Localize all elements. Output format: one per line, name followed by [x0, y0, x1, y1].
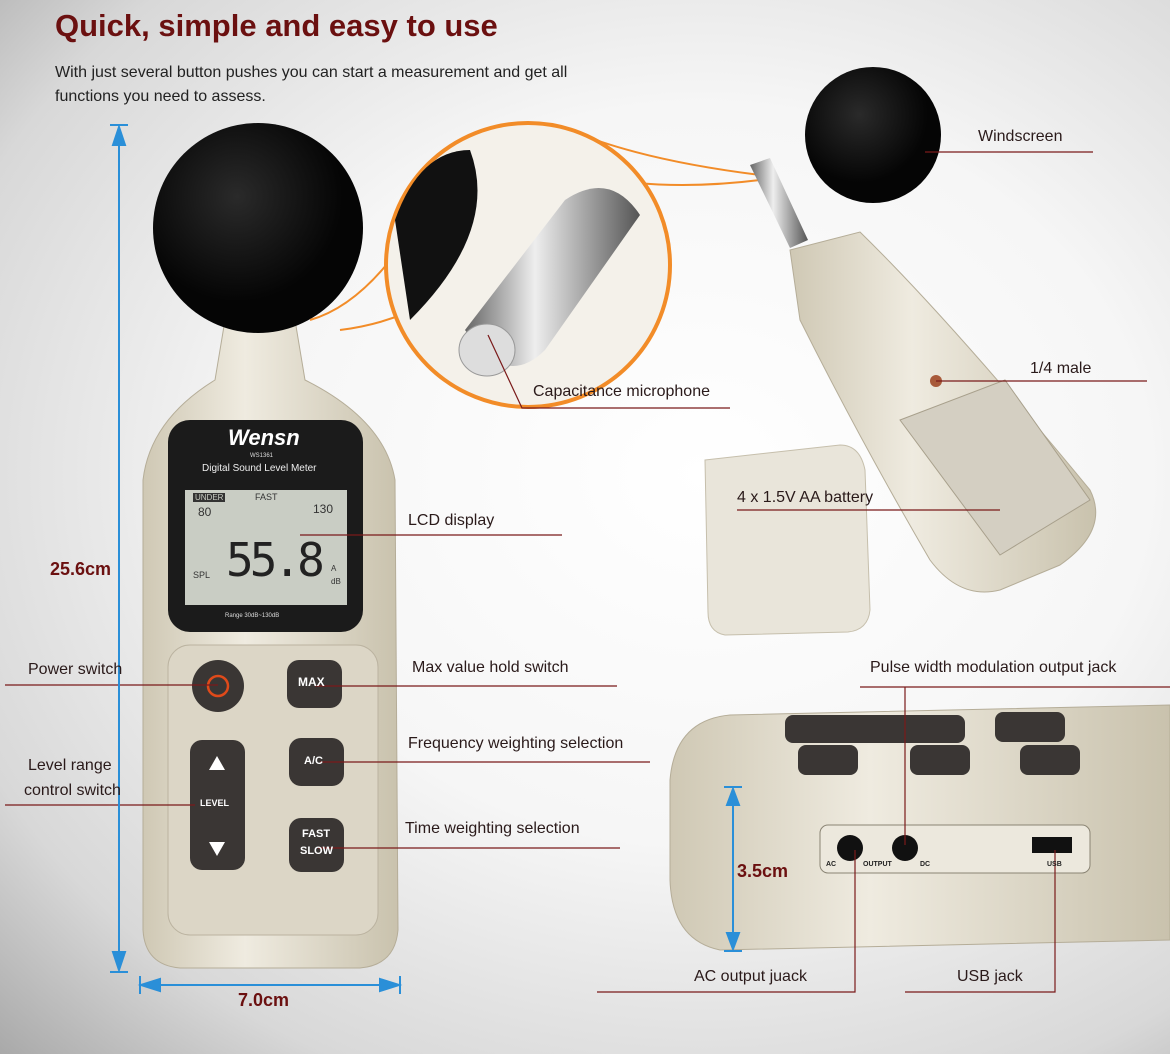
max-button-label[interactable]: MAX — [298, 675, 325, 689]
port-usb-label: USB — [1047, 861, 1062, 868]
label-pwm-jack: Pulse width modulation output jack — [870, 659, 1117, 676]
windscreen-foam — [153, 123, 363, 333]
ac-button[interactable] — [289, 738, 344, 786]
level-label[interactable]: LEVEL — [200, 798, 230, 808]
sound-level-meter-back — [704, 67, 1097, 636]
fast-slow-button[interactable] — [289, 818, 344, 872]
page-subtitle: With just several button pushes you can … — [55, 64, 568, 105]
lcd-unit-db: dB — [331, 577, 341, 586]
label-level-range-1: Level range — [28, 757, 112, 774]
ac-button-label[interactable]: A/C — [304, 755, 323, 767]
label-ac-output: AC output juack — [694, 968, 807, 985]
lcd-under-flag: UNDER — [193, 493, 226, 502]
model-label: WS1361 — [250, 453, 274, 459]
label-windscreen: Windscreen — [978, 128, 1063, 145]
page-title: Quick, simple and easy to use — [55, 8, 498, 43]
label-quarter-male: 1/4 male — [1030, 360, 1092, 377]
label-microphone: Capacitance microphone — [533, 383, 710, 400]
device-name: Digital Sound Level Meter — [202, 463, 317, 474]
lcd-min: 80 — [198, 505, 212, 519]
max-button[interactable] — [287, 660, 342, 708]
label-battery: 4 x 1.5V AA battery — [737, 489, 874, 506]
lcd-max: 130 — [313, 502, 334, 516]
port-dc-label: DC — [920, 861, 931, 868]
dimension-height: 25.6cm — [50, 559, 112, 579]
dimension-arrows — [110, 123, 742, 994]
port-ac-label: AC — [826, 861, 837, 868]
leader-lines — [5, 151, 1170, 993]
level-button[interactable] — [190, 740, 245, 870]
label-usb-jack: USB jack — [957, 968, 1023, 985]
slow-label[interactable]: SLOW — [300, 845, 333, 857]
sound-level-meter-side — [669, 704, 1170, 951]
microphone-closeup — [309, 121, 761, 409]
range-label: Range 30dB~130dB — [225, 613, 280, 619]
label-max-hold: Max value hold switch — [412, 659, 569, 676]
fast-label[interactable]: FAST — [302, 828, 331, 840]
label-time-weighting: Time weighting selection — [405, 820, 580, 837]
lcd-spl: SPL — [193, 570, 211, 580]
sound-level-meter-front — [142, 123, 399, 969]
dimension-thickness: 3.5cm — [737, 861, 789, 881]
lcd-mode: FAST — [255, 492, 278, 502]
usb-port — [1032, 837, 1072, 853]
lcd-unit-a: A — [331, 564, 337, 573]
label-lcd: LCD display — [408, 512, 495, 529]
brand-logo: Wensn — [228, 425, 300, 450]
label-power-switch: Power switch — [28, 661, 123, 678]
power-icon[interactable] — [206, 674, 230, 698]
lcd-reading: 55.8 — [226, 533, 325, 587]
dimension-width: 7.0cm — [238, 990, 290, 1010]
label-level-range-2: control switch — [24, 782, 121, 799]
label-frequency-weighting: Frequency weighting selection — [408, 735, 624, 752]
port-output-label: OUTPUT — [863, 861, 892, 868]
